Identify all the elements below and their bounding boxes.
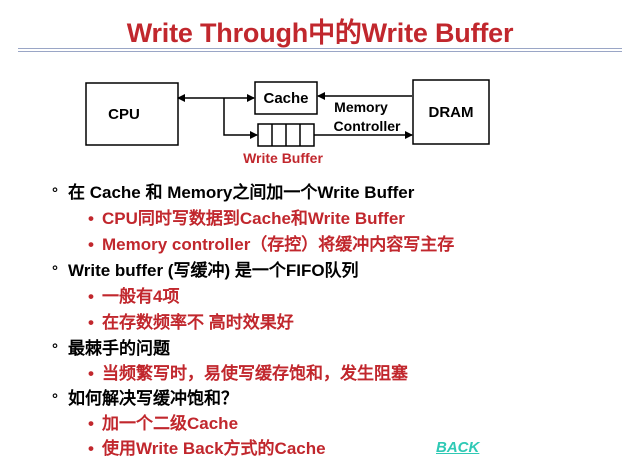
write-buffer-queue: [257, 123, 315, 147]
cpu-label: CPU: [108, 106, 140, 123]
dram-label: DRAM: [429, 104, 474, 121]
bullet-item: ° 在 Cache 和 Memory之间加一个Write Buffer: [52, 183, 414, 204]
page-title: Write Through中的Write Buffer: [126, 18, 514, 48]
cpu-box: [85, 82, 179, 146]
write-buffer-diagram: CPU Cache Write Buffer DRAM Memory Contr…: [85, 79, 490, 166]
bullet-marker: •: [88, 439, 94, 458]
bullet-marker: •: [88, 209, 94, 228]
bullet-item: • CPU同时写数据到Cache和Write Buffer: [88, 209, 405, 229]
back-link[interactable]: BACK: [436, 439, 480, 456]
dram-box: [412, 79, 490, 145]
bullet-text: 加一个二级Cache: [102, 414, 239, 433]
bullet-text: 一般有4项: [102, 287, 180, 306]
title-divider-secondary: [18, 51, 622, 52]
bullet-item: • Memory controller（存控）将缓冲内容写主存: [88, 235, 454, 255]
bullet-marker: •: [88, 414, 94, 433]
bullet-item: ° 如何解决写缓冲饱和？: [52, 389, 238, 410]
bullet-item: • 当频繁写时，易使写缓存饱和，发生阻塞: [88, 364, 408, 384]
bullet-marker: •: [88, 235, 94, 254]
cache-label: Cache: [263, 90, 308, 107]
bullet-marker: •: [88, 287, 94, 306]
memory-controller-label-line2: Controller: [334, 118, 401, 134]
bullet-text: 当频繁写时，易使写缓存饱和，发生阻塞: [102, 364, 408, 383]
bullet-item: • 一般有4项: [88, 287, 179, 307]
bullet-text: CPU同时写数据到Cache和Write Buffer: [102, 209, 405, 228]
bullet-text: 最棘手的问题: [68, 339, 170, 358]
bullet-marker: °: [52, 341, 58, 358]
bullet-item: • 在存数频率不 高时效果好: [88, 313, 294, 333]
bullet-text: Memory controller（存控）将缓冲内容写主存: [102, 235, 455, 254]
cache-box: [254, 81, 318, 115]
bullet-text: 在存数频率不 高时效果好: [102, 313, 294, 332]
write-buffer-label: Write Buffer: [243, 150, 323, 166]
bullet-marker: •: [88, 313, 94, 332]
bullet-item: • 使用Write Back方式的Cache: [88, 439, 326, 459]
bullet-marker: °: [52, 185, 58, 202]
bullet-item: ° Write buffer (写缓冲) 是一个FIFO队列: [52, 261, 359, 282]
bullet-item: • 加一个二级Cache: [88, 414, 238, 434]
bullet-marker: °: [52, 391, 58, 408]
title-divider: [18, 48, 622, 49]
bullet-item: ° 最棘手的问题: [52, 339, 170, 360]
bullet-marker: °: [52, 263, 58, 280]
bullet-marker: •: [88, 364, 94, 383]
bullet-text: 在 Cache 和 Memory之间加一个Write Buffer: [68, 183, 415, 202]
bullet-text: 使用Write Back方式的Cache: [102, 439, 326, 458]
memory-controller-label-line1: Memory: [334, 99, 388, 115]
bullet-text: 如何解决写缓冲饱和？: [68, 389, 238, 408]
cpu-writebuffer-connector: [223, 98, 258, 139]
bullet-text: Write buffer (写缓冲) 是一个FIFO队列: [68, 261, 359, 280]
